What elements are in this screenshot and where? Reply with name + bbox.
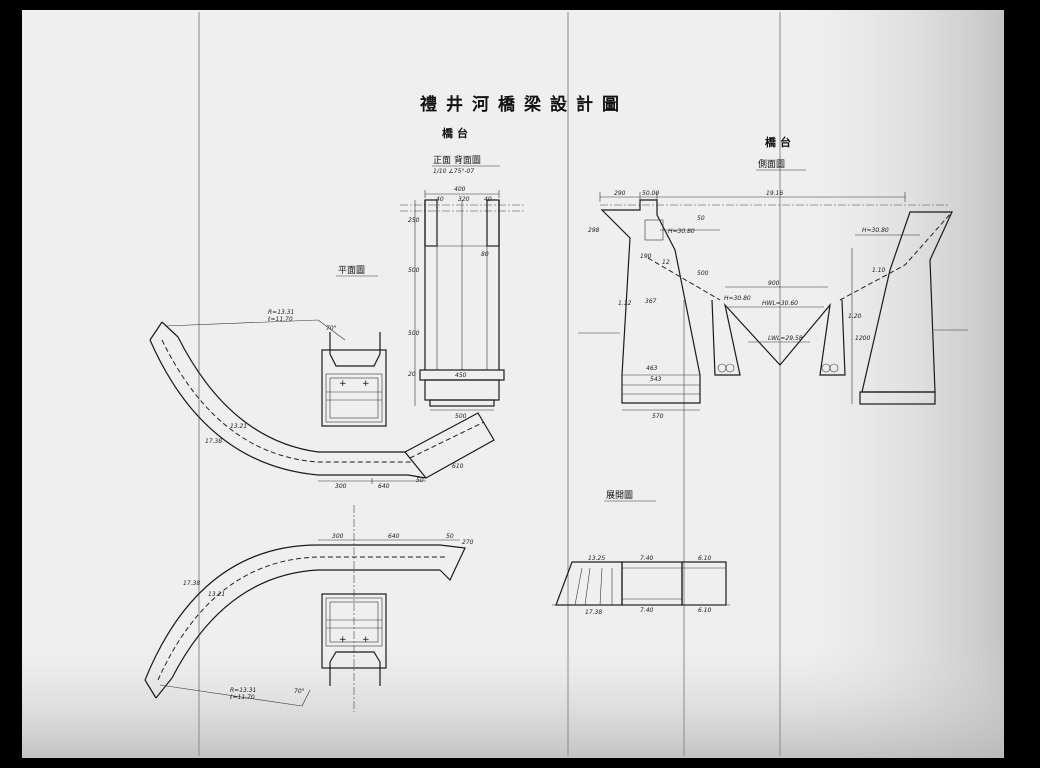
fold-lines bbox=[198, 12, 781, 756]
svg-text:13.25: 13.25 bbox=[588, 555, 605, 562]
dim-front-top: 400 bbox=[454, 186, 466, 193]
svg-text:+: + bbox=[362, 379, 370, 389]
plan-view-bottom: 300 640 50 270 17.38 13.21 R=13.31 ℓ=11.… bbox=[144, 505, 474, 712]
svg-text:640: 640 bbox=[378, 483, 390, 490]
svg-text:7.40: 7.40 bbox=[640, 555, 654, 562]
svg-text:7.40: 7.40 bbox=[640, 607, 654, 614]
svg-text:20: 20 bbox=[408, 371, 416, 378]
svg-text:900: 900 bbox=[768, 280, 780, 287]
svg-text:290: 290 bbox=[614, 190, 626, 197]
abutment-label-right: 橋台 bbox=[765, 135, 795, 149]
svg-text:50: 50 bbox=[697, 215, 705, 222]
drawing-title: 禮井河橋梁設計圖 bbox=[420, 94, 628, 115]
svg-text:R=13.31: R=13.31 bbox=[230, 687, 256, 694]
plan-view-top: 平面圖 R=13.31 ℓ=11.70 70° 13.21 17.38 300 … bbox=[149, 265, 495, 490]
svg-text:6.10: 6.10 bbox=[698, 555, 712, 562]
svg-text:500: 500 bbox=[455, 413, 467, 420]
svg-text:300: 300 bbox=[332, 533, 344, 540]
svg-text:1.12: 1.12 bbox=[618, 300, 632, 307]
svg-text:17.38: 17.38 bbox=[585, 609, 602, 616]
svg-text:250: 250 bbox=[408, 217, 420, 224]
svg-text:320: 320 bbox=[458, 196, 470, 203]
abutment-label-left: 橋台 bbox=[442, 126, 472, 140]
svg-text:1200: 1200 bbox=[855, 335, 870, 342]
paper-stain-bottom bbox=[22, 10, 1004, 758]
svg-text:500: 500 bbox=[408, 330, 420, 337]
svg-text:13.21: 13.21 bbox=[230, 423, 247, 430]
svg-text:50: 50 bbox=[446, 533, 454, 540]
svg-text:H=30.80: H=30.80 bbox=[668, 228, 695, 235]
front-back-view-label: 正面 背面圖 bbox=[433, 154, 481, 166]
svg-text:270: 270 bbox=[462, 539, 474, 546]
plan-view-label: 平面圖 bbox=[338, 265, 365, 276]
svg-text:HWL=30.60: HWL=30.60 bbox=[762, 300, 798, 307]
svg-text:6.10: 6.10 bbox=[698, 607, 712, 614]
development-view-label: 展開圖 bbox=[606, 490, 633, 501]
svg-text:190: 190 bbox=[640, 253, 652, 260]
svg-text:640: 640 bbox=[388, 533, 400, 540]
svg-text:300: 300 bbox=[335, 483, 347, 490]
svg-text:R=13.31: R=13.31 bbox=[268, 309, 294, 316]
front-back-view-scale: 1/10 ∠75°-07 bbox=[433, 168, 474, 175]
svg-text:1.20: 1.20 bbox=[848, 313, 862, 320]
svg-text:70°: 70° bbox=[326, 325, 337, 332]
side-view-label: 側面圖 bbox=[758, 158, 785, 170]
svg-text:50.00: 50.00 bbox=[642, 190, 659, 197]
svg-text:80: 80 bbox=[481, 251, 489, 258]
svg-text:+: + bbox=[339, 635, 347, 645]
svg-text:450: 450 bbox=[455, 372, 467, 379]
svg-text:13.21: 13.21 bbox=[208, 591, 225, 598]
svg-text:LWL=29.58: LWL=29.58 bbox=[768, 335, 803, 342]
svg-text:+: + bbox=[362, 635, 370, 645]
svg-text:500: 500 bbox=[697, 270, 709, 277]
svg-text:463: 463 bbox=[646, 365, 658, 372]
svg-text:H=30.80: H=30.80 bbox=[862, 227, 889, 234]
svg-text:570: 570 bbox=[652, 413, 664, 420]
svg-text:70°: 70° bbox=[294, 688, 305, 695]
svg-text:ℓ=11.70: ℓ=11.70 bbox=[229, 694, 255, 701]
svg-text:17.38: 17.38 bbox=[183, 580, 200, 587]
svg-text:298: 298 bbox=[588, 227, 600, 234]
front-back-view: 正面 背面圖 1/10 ∠75°-07 400 40 320 40 500 50… bbox=[400, 154, 525, 420]
svg-text:500: 500 bbox=[408, 267, 420, 274]
development-view: 展開圖 13.25 7.40 6.10 17.38 7.40 6.10 bbox=[552, 490, 730, 616]
svg-text:367: 367 bbox=[645, 298, 657, 305]
svg-text:+: + bbox=[339, 379, 347, 389]
svg-text:543: 543 bbox=[650, 376, 662, 383]
svg-text:19.16: 19.16 bbox=[766, 190, 783, 197]
svg-text:50: 50 bbox=[416, 477, 424, 484]
svg-text:17.38: 17.38 bbox=[205, 438, 222, 445]
svg-text:H=30.80: H=30.80 bbox=[724, 295, 751, 302]
svg-text:1.10: 1.10 bbox=[872, 267, 886, 274]
side-view: 側面圖 290 50.00 19.16 298 190 12 50 H=30.8… bbox=[578, 158, 968, 420]
svg-text:12: 12 bbox=[662, 259, 670, 266]
svg-text:40: 40 bbox=[436, 196, 444, 203]
svg-text:ℓ=11.70: ℓ=11.70 bbox=[267, 316, 293, 323]
svg-text:610: 610 bbox=[452, 463, 464, 470]
